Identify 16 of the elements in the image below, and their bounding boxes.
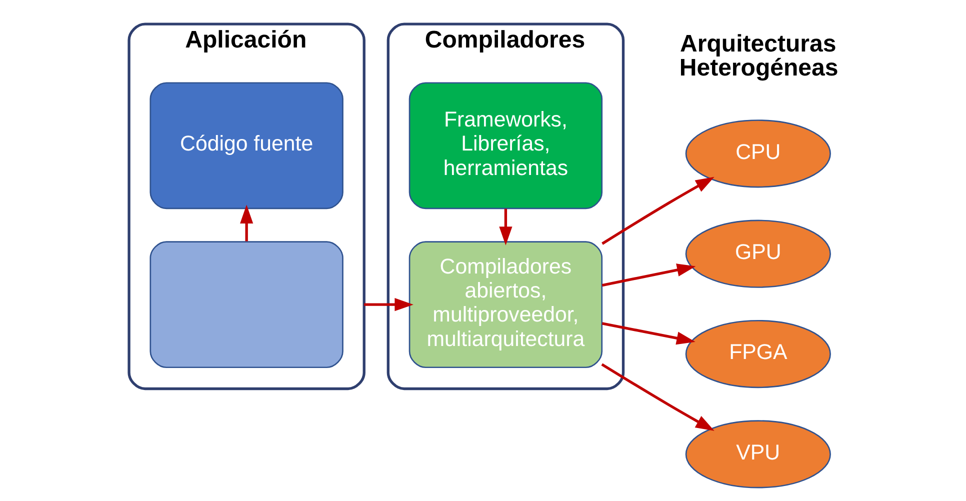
arrow bbox=[602, 322, 696, 345]
node-ellipse: GPU bbox=[685, 220, 831, 288]
node-ellipse: CPU bbox=[685, 120, 831, 188]
arrow bbox=[602, 264, 696, 287]
node-box bbox=[150, 241, 344, 368]
arrow bbox=[602, 176, 714, 245]
node-ellipse: FPGA bbox=[685, 320, 831, 388]
arrow bbox=[499, 208, 512, 246]
node-box: Código fuente bbox=[150, 82, 344, 210]
label: Arquitecturas Heterogéneas bbox=[679, 30, 838, 82]
arrow bbox=[364, 298, 414, 312]
node-box: Compiladores abiertos, multiproveedor, multiarquitectura bbox=[408, 241, 603, 368]
arrow bbox=[240, 204, 254, 242]
node-box: Frameworks, Librerías, herramientas bbox=[408, 82, 603, 210]
node-ellipse: VPU bbox=[685, 420, 831, 488]
arrow bbox=[601, 363, 714, 431]
